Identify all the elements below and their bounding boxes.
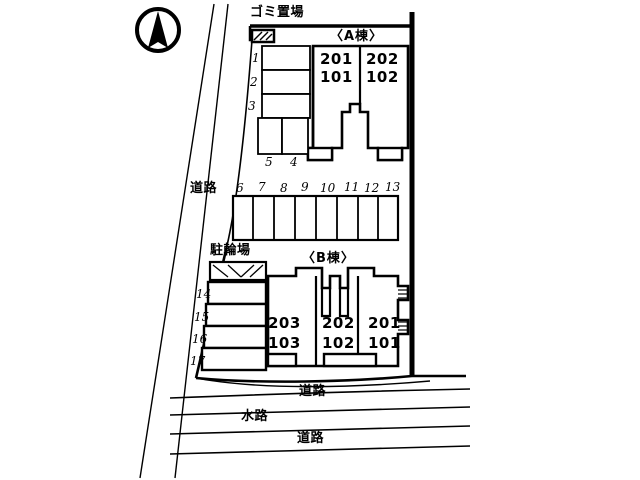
garbage-area-marker (250, 28, 276, 44)
parking-stall-label-12: 12 (364, 181, 380, 195)
parking-stall-label-14: 14 (196, 287, 212, 301)
unit-label-a-201: 201 (320, 50, 353, 68)
parking-stalls-a-left (261, 45, 311, 119)
unit-label-a-102: 102 (366, 68, 399, 86)
bicycle-parking-marker (208, 260, 268, 282)
north-arrow-icon (135, 7, 181, 53)
building-a-footprint (306, 44, 410, 162)
road-bottom-upper-label: 道路 (299, 384, 327, 399)
parking-stalls-b-left (200, 280, 268, 372)
building-a-label: 〈A棟〉 (330, 29, 384, 44)
building-b-footprint (266, 266, 410, 368)
parking-stall-label-6: 6 (236, 181, 244, 195)
parking-stall-label-11: 11 (344, 180, 360, 194)
parking-stall-label-8: 8 (280, 181, 288, 195)
parking-stall-label-1: 1 (252, 51, 260, 65)
unit-label-b-202: 202 (322, 314, 355, 332)
bicycle-parking-label: 駐輪場 (210, 243, 251, 258)
road-left-label: 道路 (190, 181, 218, 196)
road-bottom-lower-label: 道路 (297, 431, 325, 446)
parking-stall-label-2: 2 (250, 75, 258, 89)
parking-stall-label-5: 5 (265, 155, 273, 169)
parking-stall-label-7: 7 (258, 180, 266, 194)
bottom-road-lines (169, 388, 471, 455)
road-left-boundary (139, 3, 229, 479)
unit-label-b-102: 102 (322, 334, 355, 352)
parking-stall-label-9: 9 (301, 180, 309, 194)
unit-label-b-203: 203 (268, 314, 301, 332)
parking-stall-label-13: 13 (385, 180, 401, 194)
parking-stalls-middle-row (231, 194, 400, 242)
parking-stall-label-15: 15 (194, 310, 210, 324)
waterway-label: 水路 (241, 409, 269, 424)
unit-label-b-103: 103 (268, 334, 301, 352)
parking-stall-label-17: 17 (190, 354, 206, 368)
unit-label-b-201: 201 (368, 314, 401, 332)
garbage-area-label: ゴミ置場 (250, 5, 305, 20)
parking-stall-label-16: 16 (192, 332, 208, 346)
parking-stall-label-10: 10 (320, 181, 336, 195)
building-b-label: 〈B棟〉 (302, 251, 355, 266)
parking-stall-label-3: 3 (248, 99, 256, 113)
unit-label-a-101: 101 (320, 68, 353, 86)
unit-label-b-101: 101 (368, 334, 401, 352)
unit-label-a-202: 202 (366, 50, 399, 68)
parking-stall-label-4: 4 (290, 155, 298, 169)
parking-stalls-a-lower (257, 117, 309, 155)
